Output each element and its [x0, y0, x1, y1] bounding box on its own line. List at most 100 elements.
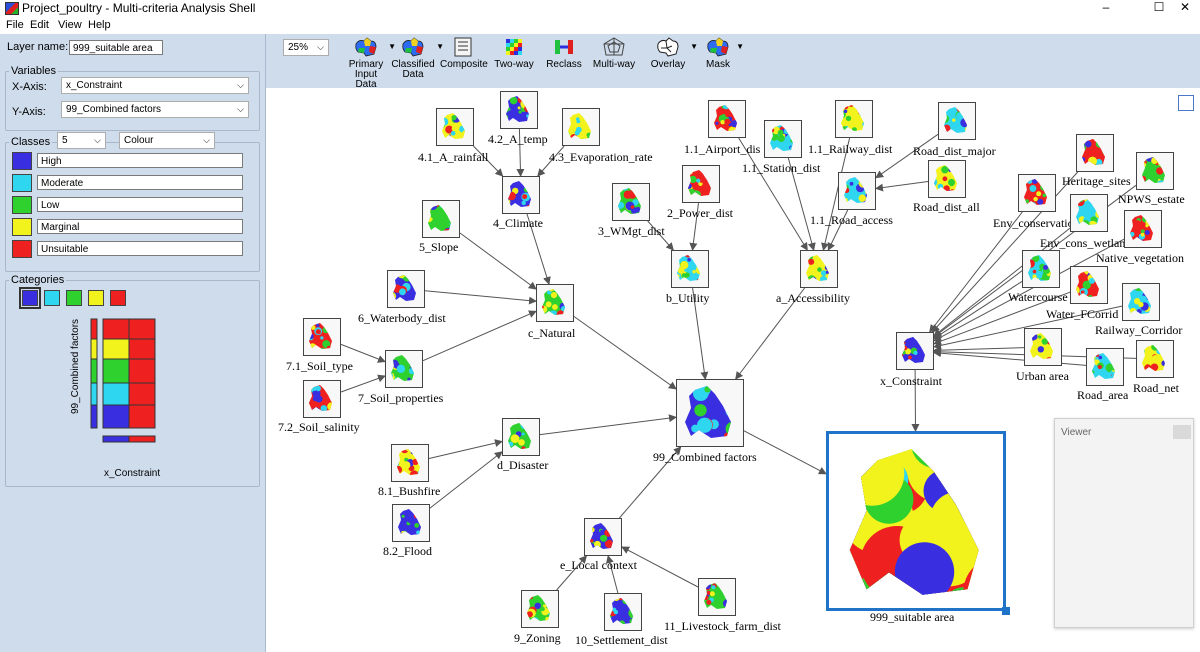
class-name-input[interactable]: Low [37, 197, 243, 212]
model-node-climate[interactable] [502, 176, 540, 214]
model-node-roadacc[interactable] [838, 172, 876, 210]
model-node-temp[interactable] [500, 91, 538, 129]
dropdown-arrow-icon[interactable]: ▼ [436, 42, 444, 51]
classes-mode-select[interactable]: Colour⌵ [119, 132, 215, 149]
toolbar-button-reclass[interactable]: Reclass [544, 36, 584, 70]
model-node-envwet[interactable] [1070, 194, 1108, 232]
dropdown-arrow-icon[interactable]: ▼ [388, 42, 396, 51]
model-node-soiltype[interactable] [303, 318, 341, 356]
app-icon [5, 2, 19, 15]
class-name-input[interactable]: Moderate [37, 175, 243, 190]
window-title: Project_poultry - Multi-criteria Analysi… [22, 1, 256, 15]
dropdown-arrow-icon[interactable]: ▼ [690, 42, 698, 51]
class-name-input[interactable]: Marginal [37, 219, 243, 234]
model-node-roadall[interactable] [928, 160, 966, 198]
canvas-toggle-icon[interactable] [1178, 95, 1194, 111]
classes-mode-value: Colour [124, 135, 154, 146]
x-axis-select[interactable]: x_Constraint⌵ [61, 77, 249, 94]
x-axis-value: x_Constraint [66, 80, 123, 91]
category-swatch[interactable] [66, 290, 82, 306]
model-node-npws[interactable] [1136, 152, 1174, 190]
model-node-rail[interactable] [835, 100, 873, 138]
menu-view[interactable]: View [58, 19, 82, 31]
model-node-station[interactable] [764, 120, 802, 158]
category-swatch[interactable] [88, 290, 104, 306]
model-node-power[interactable] [682, 165, 720, 203]
zoom-select[interactable]: 25%⌵ [283, 39, 329, 56]
layer-name-input[interactable]: 999_suitable area [69, 40, 163, 55]
class-color-swatch[interactable] [12, 218, 32, 236]
menu-bar: File Edit View Help [0, 17, 1200, 34]
model-node-label: Watercourse [1008, 290, 1068, 304]
class-name-input[interactable]: High [37, 153, 243, 168]
viewer-button[interactable] [1173, 425, 1191, 439]
classified-map-icon [400, 36, 426, 58]
viewer-panel[interactable]: Viewer [1054, 418, 1194, 628]
resize-handle[interactable] [1002, 607, 1010, 615]
classes-count-select[interactable]: 5⌵ [57, 132, 106, 149]
dropdown-arrow-icon[interactable]: ▼ [736, 42, 744, 51]
close-button[interactable]: ✕ [1179, 0, 1191, 14]
model-node-rain[interactable] [436, 108, 474, 146]
y-axis-select[interactable]: 99_Combined factors⌵ [61, 101, 249, 118]
model-node-label: 4.2_A_temp [488, 132, 548, 146]
raster-map-icon [390, 273, 420, 306]
model-node-roadnet[interactable] [1136, 340, 1174, 378]
model-node-live[interactable] [698, 578, 736, 616]
model-node-label: Railway_Corridor [1095, 323, 1183, 337]
model-node-utility[interactable] [671, 250, 709, 288]
maximize-button[interactable]: ☐ [1153, 0, 1165, 14]
model-node-urban[interactable] [1024, 328, 1062, 366]
model-node-wmgt[interactable] [612, 183, 650, 221]
model-node-slope[interactable] [422, 200, 460, 238]
class-color-swatch[interactable] [12, 174, 32, 192]
model-node-label: Road_dist_all [913, 200, 980, 214]
class-color-swatch[interactable] [12, 240, 32, 258]
model-node-heritage[interactable] [1076, 134, 1114, 172]
raster-map-icon [679, 382, 739, 445]
model-node-access[interactable] [800, 250, 838, 288]
class-color-swatch[interactable] [12, 196, 32, 214]
category-swatch[interactable] [44, 290, 60, 306]
model-node-constraint[interactable] [896, 332, 934, 370]
model-node-settle[interactable] [604, 593, 642, 631]
model-node-flood[interactable] [392, 504, 430, 542]
model-node-natural[interactable] [536, 284, 574, 322]
category-swatch[interactable] [19, 287, 41, 309]
model-node-combined[interactable] [676, 379, 744, 447]
menu-help[interactable]: Help [88, 19, 111, 31]
menu-file[interactable]: File [6, 19, 24, 31]
model-node-roadmajor[interactable] [938, 102, 976, 140]
model-node-zoning[interactable] [521, 590, 559, 628]
model-node-envcons[interactable] [1018, 174, 1056, 212]
matrix-cell [128, 318, 156, 340]
model-node-water[interactable] [387, 270, 425, 308]
minimize-button[interactable]: – [1102, 0, 1110, 14]
model-node-soilsal[interactable] [303, 380, 341, 418]
toolbar-button-overlay[interactable]: Overlay▼ [646, 36, 698, 70]
raster-map-icon [505, 421, 535, 454]
toolbar-button-composite[interactable]: Composite [440, 36, 488, 70]
toolbar-button-two-way[interactable]: Two-way [494, 36, 534, 70]
model-node-result[interactable] [826, 431, 1006, 611]
model-node-airport[interactable] [708, 100, 746, 138]
model-node-railcorr[interactable] [1122, 283, 1160, 321]
model-node-bush[interactable] [391, 444, 429, 482]
model-node-wfcorr[interactable] [1070, 266, 1108, 304]
model-node-native[interactable] [1124, 210, 1162, 248]
model-node-roadarea[interactable] [1086, 348, 1124, 386]
model-node-disaster[interactable] [502, 418, 540, 456]
toolbar-button-multi-way[interactable]: Multi-way [592, 36, 636, 70]
model-node-local[interactable] [584, 518, 622, 556]
model-node-soilprop[interactable] [385, 350, 423, 388]
class-name-input[interactable]: Unsuitable [37, 241, 243, 256]
toolbar-button-mask[interactable]: Mask▼ [700, 36, 744, 70]
menu-edit[interactable]: Edit [30, 19, 49, 31]
category-swatch[interactable] [110, 290, 126, 306]
model-node-evap[interactable] [562, 108, 600, 146]
class-color-swatch[interactable] [12, 152, 32, 170]
model-node-watercourse[interactable] [1022, 250, 1060, 288]
